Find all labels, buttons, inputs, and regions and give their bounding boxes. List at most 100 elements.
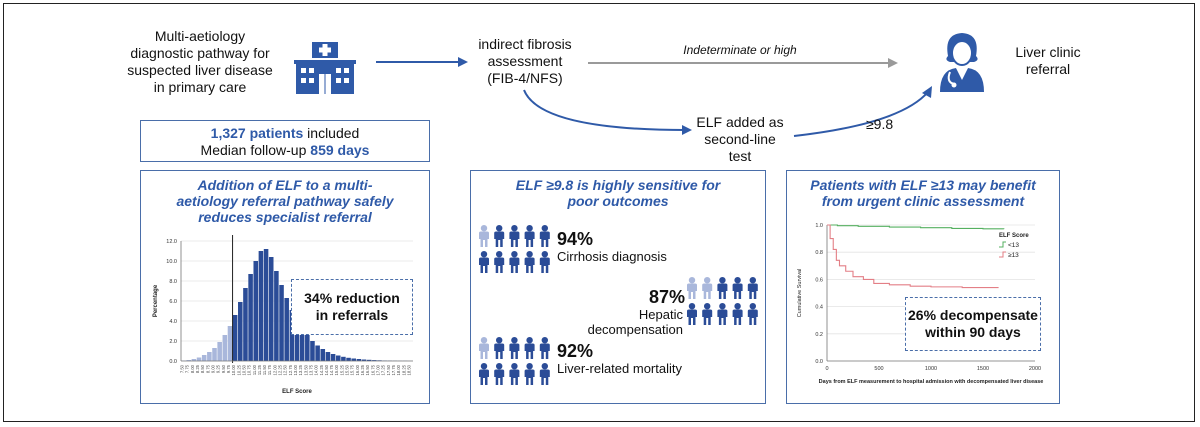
person-icon bbox=[509, 251, 520, 273]
indirect-assessment: indirect fibrosis assessment (FIB-4/NFS) bbox=[470, 36, 580, 87]
x-tick-label: 16.25 bbox=[360, 364, 365, 375]
survival-line-high bbox=[827, 224, 999, 289]
y-tick-label: 6.0 bbox=[169, 299, 177, 305]
y-tick-label: 0.4 bbox=[815, 305, 823, 311]
person-head bbox=[511, 251, 518, 258]
pathway-description: Multi-aetiology diagnostic pathway for s… bbox=[120, 28, 280, 96]
y-tick-label: 0.8 bbox=[815, 250, 823, 256]
x-tick-label: 0 bbox=[825, 366, 828, 372]
x-tick-label: 13.75 bbox=[308, 364, 313, 375]
bar bbox=[315, 345, 320, 361]
person-icon bbox=[524, 251, 535, 273]
person-head bbox=[480, 337, 488, 344]
person-body bbox=[494, 343, 505, 359]
person-body bbox=[509, 231, 520, 247]
bar bbox=[263, 249, 269, 361]
person-icon bbox=[479, 337, 489, 359]
y-axis-label: Cumulative Survival bbox=[797, 269, 803, 318]
pathway-line: suspected liver disease bbox=[127, 62, 273, 78]
bar bbox=[279, 285, 284, 361]
assessment-line: indirect fibrosis bbox=[478, 36, 572, 52]
x-tick-label: 12.00 bbox=[272, 364, 277, 375]
x-tick-label: 12.50 bbox=[283, 364, 288, 375]
person-icon bbox=[494, 337, 505, 359]
person-body bbox=[509, 343, 520, 359]
followup-days: 859 days bbox=[310, 142, 370, 158]
bar bbox=[238, 302, 243, 361]
pathway-line: diagnostic pathway for bbox=[130, 45, 270, 61]
person-head bbox=[480, 251, 488, 258]
person-icon bbox=[509, 225, 520, 247]
person-head bbox=[704, 277, 711, 284]
person-head bbox=[526, 337, 533, 344]
assessment-line: (FIB-4/NFS) bbox=[487, 70, 563, 86]
person-body bbox=[539, 231, 550, 247]
x-tick-label: 10.25 bbox=[236, 364, 241, 375]
x-tick-label: 15.75 bbox=[350, 364, 355, 375]
x-tick-label: 2000 bbox=[1029, 366, 1041, 372]
y-tick-label: 0.2 bbox=[815, 332, 823, 338]
person-body bbox=[717, 309, 728, 325]
x-tick-label: 8.25 bbox=[195, 364, 200, 373]
arrow-to-referral bbox=[793, 86, 932, 137]
callout-line: within 90 days bbox=[925, 324, 1021, 340]
pathway-line: in primary care bbox=[153, 79, 247, 95]
people-pictogram-mortality bbox=[479, 337, 550, 385]
person-head bbox=[541, 251, 548, 258]
person-body bbox=[687, 309, 697, 325]
person-icon bbox=[732, 277, 743, 299]
indeterminate-label: Indeterminate or high bbox=[683, 43, 797, 57]
x-tick-label: 16.75 bbox=[370, 364, 375, 375]
x-tick-label: 16.50 bbox=[365, 364, 370, 375]
callout-line: 34% reduction bbox=[304, 290, 400, 306]
x-axis-label: Days from ELF measurement to hospital ad… bbox=[819, 379, 1044, 385]
person-head bbox=[688, 303, 696, 310]
bar bbox=[335, 355, 341, 361]
infographic-frame bbox=[3, 3, 1195, 422]
bar bbox=[248, 274, 253, 361]
stat-mortality-label: Liver-related mortality bbox=[557, 361, 682, 376]
stat-mortality-value: 92% bbox=[557, 341, 594, 361]
person-body bbox=[524, 369, 535, 385]
bar bbox=[284, 298, 289, 361]
elf-line: second-line bbox=[704, 131, 776, 147]
person-icon bbox=[494, 251, 505, 273]
bar bbox=[274, 271, 279, 361]
panel-survival: Patients with ELF ≥13 may benefit from u… bbox=[786, 170, 1060, 404]
x-tick-label: 18.50 bbox=[406, 364, 411, 375]
person-body bbox=[494, 257, 505, 273]
legend-swatch bbox=[999, 241, 1006, 248]
decompensate-callout: 26% decompensate within 90 days bbox=[905, 297, 1041, 351]
x-tick-label: 14.25 bbox=[319, 364, 324, 375]
bar bbox=[330, 354, 336, 361]
person-head bbox=[511, 225, 518, 232]
person-body bbox=[687, 283, 697, 299]
x-tick-label: 8.00 bbox=[190, 364, 195, 373]
x-tick-label: 14.00 bbox=[314, 364, 319, 375]
person-head bbox=[719, 277, 726, 284]
person-head bbox=[480, 225, 488, 232]
person-icon bbox=[539, 251, 550, 273]
x-tick-label: 15.50 bbox=[345, 364, 350, 375]
person-icon bbox=[509, 337, 520, 359]
arrow-to-assessment bbox=[376, 57, 468, 67]
person-head bbox=[496, 337, 503, 344]
y-tick-label: 0.0 bbox=[815, 359, 823, 365]
x-tick-label: 17.25 bbox=[381, 364, 386, 375]
person-head bbox=[749, 303, 756, 310]
bar bbox=[346, 357, 351, 361]
person-head bbox=[541, 225, 548, 232]
referral-line: Liver clinic bbox=[1015, 44, 1081, 60]
y-tick-label: 0.6 bbox=[815, 277, 823, 283]
x-tick-label: 15.00 bbox=[334, 364, 339, 375]
x-tick-label: 11.50 bbox=[262, 364, 267, 375]
panel1-title: Addition of ELF to a multi- aetiology re… bbox=[141, 177, 429, 225]
x-tick-label: 1500 bbox=[977, 366, 989, 372]
person-body bbox=[524, 257, 535, 273]
panel3-title-line: from urgent clinic assessment bbox=[821, 193, 1025, 209]
legend-label: ≥13 bbox=[1008, 252, 1019, 259]
person-body bbox=[494, 369, 505, 385]
person-head bbox=[511, 337, 518, 344]
person-head bbox=[480, 363, 488, 370]
bar bbox=[196, 357, 202, 361]
